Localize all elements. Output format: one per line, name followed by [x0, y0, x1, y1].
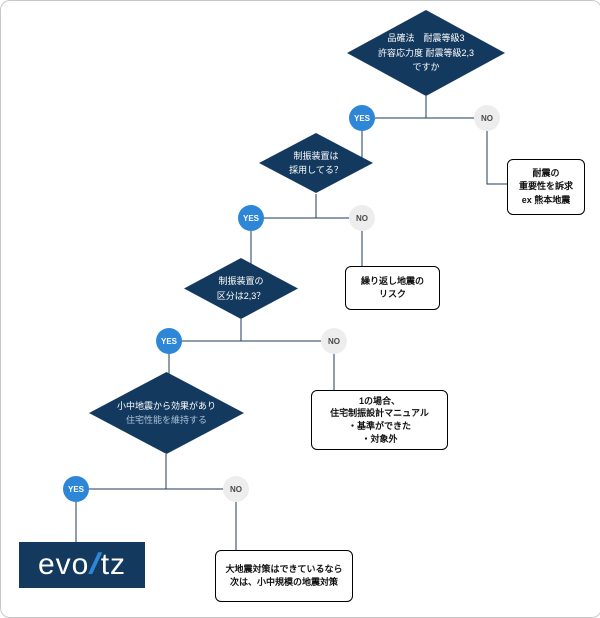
decision-text-line: ですか — [412, 62, 440, 73]
note-text-line: 住宅制振設計マニュアル — [330, 408, 429, 419]
yes-badge-1: YES — [349, 105, 375, 131]
note-text-line: 繰り返し地震の — [360, 275, 424, 286]
note-text-line: 重要性を訴求 — [518, 181, 573, 192]
decision-text-line: 制振装置の — [218, 276, 264, 287]
note-text-line: ・対象外 — [361, 433, 398, 444]
decision-text-line: 許容応力度 耐震等級2,3 — [377, 47, 474, 58]
yes-badge-4: YES — [63, 476, 89, 502]
no-badge-1: NO — [474, 105, 500, 131]
note-seismic-importance: 耐震の 重要性を訴求 ex 熊本地震 — [507, 159, 585, 215]
decision-text-line: 住宅性能を維持する — [125, 415, 207, 425]
note-text-line: 1の場合、 — [358, 395, 400, 406]
decision-text-line: 品確法 耐震等級3 — [387, 33, 465, 44]
note-text-line: リスク — [378, 289, 406, 299]
note-text-line: 耐震の — [532, 167, 560, 178]
logo-text-pre: evo — [37, 548, 90, 581]
no-badge-4: NO — [223, 476, 249, 502]
note-text-line: 大地震対策はできているなら — [225, 563, 343, 574]
no-badge-3: NO — [321, 328, 347, 354]
note-class1-manual: 1の場合、 住宅制振設計マニュアル ・基準ができた ・対象外 — [311, 390, 448, 450]
yes-badge-3: YES — [156, 328, 182, 354]
decision-text-line: 区分は2,3？ — [216, 290, 266, 301]
decision-text-line: 制振装置は — [293, 150, 339, 161]
no-badge-2: NO — [349, 205, 375, 231]
note-repeated-quake-risk: 繰り返し地震の リスク — [345, 266, 440, 310]
note-text-line: ex 熊本地震 — [521, 194, 571, 205]
decision-text-line: 採用してる？ — [289, 165, 343, 175]
logo-text-post: tz — [100, 548, 127, 581]
yes-badge-2: YES — [238, 205, 264, 231]
note-text-line: 次は、小中規模の地震対策 — [229, 577, 338, 587]
note-text-line: ・基準ができた — [347, 421, 411, 431]
decision-text-line: 小中地震から効果があり — [116, 400, 216, 411]
note-next-small-quake-measures: 大地震対策はできているなら 次は、小中規模の地震対策 — [215, 550, 353, 602]
